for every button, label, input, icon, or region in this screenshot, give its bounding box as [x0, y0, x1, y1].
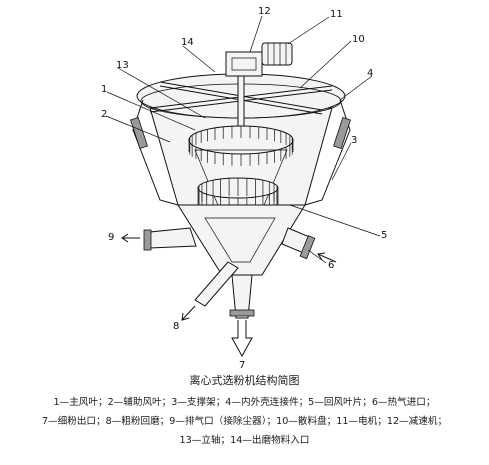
arrow-fine	[231, 320, 253, 358]
figure-title: 离心式选粉机结构简图	[189, 374, 300, 387]
callout-12: 12	[258, 6, 271, 17]
fine-powder-outlet	[231, 274, 253, 319]
main-fan-blades	[188, 126, 294, 166]
outer-cone	[177, 204, 306, 276]
callout-7: 7	[239, 360, 245, 370]
inner-lower-cone	[204, 217, 276, 263]
exhaust-outlet	[149, 227, 197, 249]
motor	[261, 42, 293, 66]
legend-line-3: 13—立轴；14—出磨物料入口	[179, 435, 310, 446]
callout-9: 9	[108, 232, 114, 243]
callout-11: 11	[330, 9, 343, 20]
callout-14: 14	[181, 37, 194, 48]
legend-line-1: 1—主风叶；2—辅助风叶；3—支撑架；4—内外壳连接件；5—回风叶片；6—热气进…	[53, 397, 436, 408]
callout-3: 3	[351, 135, 357, 146]
callout-numbers: 12 11 14 10 13 4 1 2 3 5 9 6 8 7	[101, 6, 387, 370]
support-frame-left	[132, 99, 179, 206]
callout-10: 10	[352, 34, 365, 45]
callout-6: 6	[328, 260, 334, 271]
callout-13: 13	[116, 60, 129, 71]
legend: 1—主风叶；2—辅助风叶；3—支撑架；4—内外壳连接件；5—回风叶片；6—热气进…	[8, 393, 481, 450]
coarse-return-pipe	[194, 261, 239, 307]
callout-1: 1	[101, 84, 107, 95]
callout-2: 2	[101, 109, 107, 120]
separator-diagram: 12 11 14 10 13 4 1 2 3 5 9 6 8 7	[101, 6, 387, 370]
reducer	[225, 51, 263, 77]
support-frame-right	[304, 99, 351, 206]
legend-line-2: 7—细粉出口；8—粗粉回磨；9—排气口（接除尘器）；10—散料盘；11—电机；1…	[41, 416, 448, 427]
arrow-hot-air-in	[317, 253, 337, 263]
callout-8: 8	[173, 321, 179, 332]
callout-5: 5	[381, 230, 387, 241]
arrow-coarse	[181, 305, 196, 321]
callout-4: 4	[367, 68, 373, 79]
